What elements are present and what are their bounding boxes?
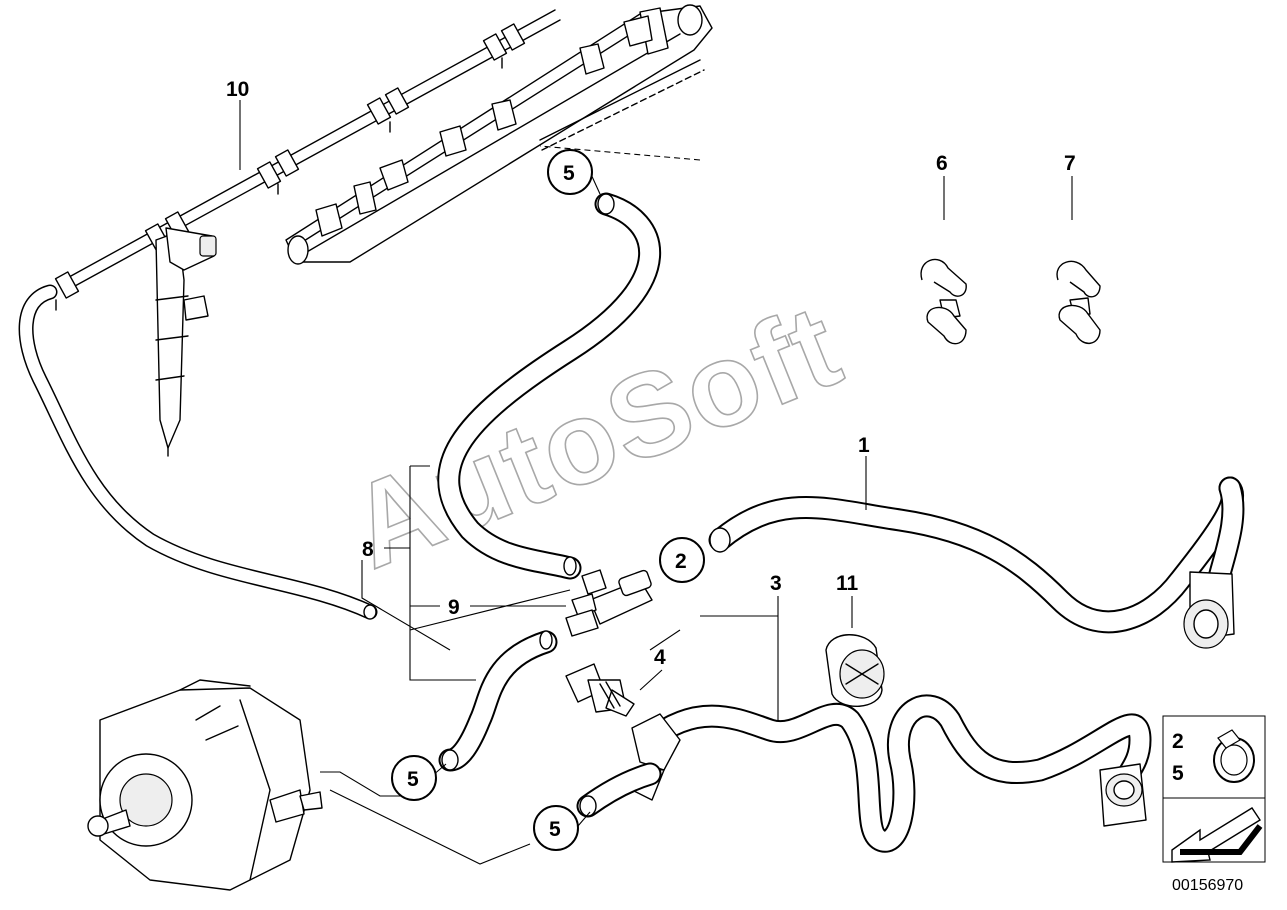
callout-7: 7 bbox=[1064, 152, 1076, 175]
legend-line-1: 2 bbox=[1172, 730, 1184, 753]
bubble-5-bottom: 5 bbox=[533, 805, 579, 851]
bubble-5-middle: 5 bbox=[391, 755, 437, 801]
injector[interactable] bbox=[155, 227, 217, 457]
svg-text:5: 5 bbox=[407, 768, 419, 791]
grommet[interactable] bbox=[825, 634, 885, 708]
fuel-rail[interactable] bbox=[285, 4, 713, 265]
hose-short-bottom[interactable] bbox=[576, 762, 662, 818]
bubble-5-top: 5 bbox=[547, 149, 593, 195]
svg-text:5: 5 bbox=[563, 162, 575, 185]
leak-off-line[interactable] bbox=[54, 9, 561, 311]
hose-short-middle[interactable] bbox=[438, 630, 558, 772]
callout-10: 10 bbox=[226, 78, 249, 101]
hose-return-bottom[interactable] bbox=[631, 694, 1152, 853]
svg-text:2: 2 bbox=[675, 550, 687, 573]
leader-lines bbox=[239, 100, 1073, 865]
hose-supply-right[interactable] bbox=[708, 476, 1245, 649]
diagram-code: 00156970 bbox=[1172, 877, 1243, 894]
callout-4: 4 bbox=[654, 646, 666, 669]
callout-8: 8 bbox=[362, 538, 374, 561]
legend-line-2: 5 bbox=[1172, 762, 1184, 785]
callout-3: 3 bbox=[770, 572, 782, 595]
clip-7[interactable] bbox=[1056, 260, 1101, 344]
hose-top-to-tee[interactable] bbox=[437, 192, 661, 580]
high-pressure-pump[interactable] bbox=[87, 679, 323, 891]
temperature-sensor[interactable] bbox=[565, 663, 635, 717]
callout-11: 11 bbox=[836, 572, 859, 595]
callout-1: 1 bbox=[858, 434, 870, 457]
callout-9: 9 bbox=[448, 596, 460, 619]
legend-box: 2 5 bbox=[1162, 715, 1266, 863]
clip-6[interactable] bbox=[920, 258, 967, 345]
return-hose-left[interactable] bbox=[18, 284, 378, 620]
bubble-2: 2 bbox=[659, 537, 705, 583]
hose-clamp-icon bbox=[1213, 729, 1255, 783]
svg-text:5: 5 bbox=[549, 818, 561, 841]
tee-connector[interactable] bbox=[565, 569, 653, 637]
callout-6: 6 bbox=[936, 152, 948, 175]
direction-arrow-icon bbox=[1171, 807, 1263, 863]
